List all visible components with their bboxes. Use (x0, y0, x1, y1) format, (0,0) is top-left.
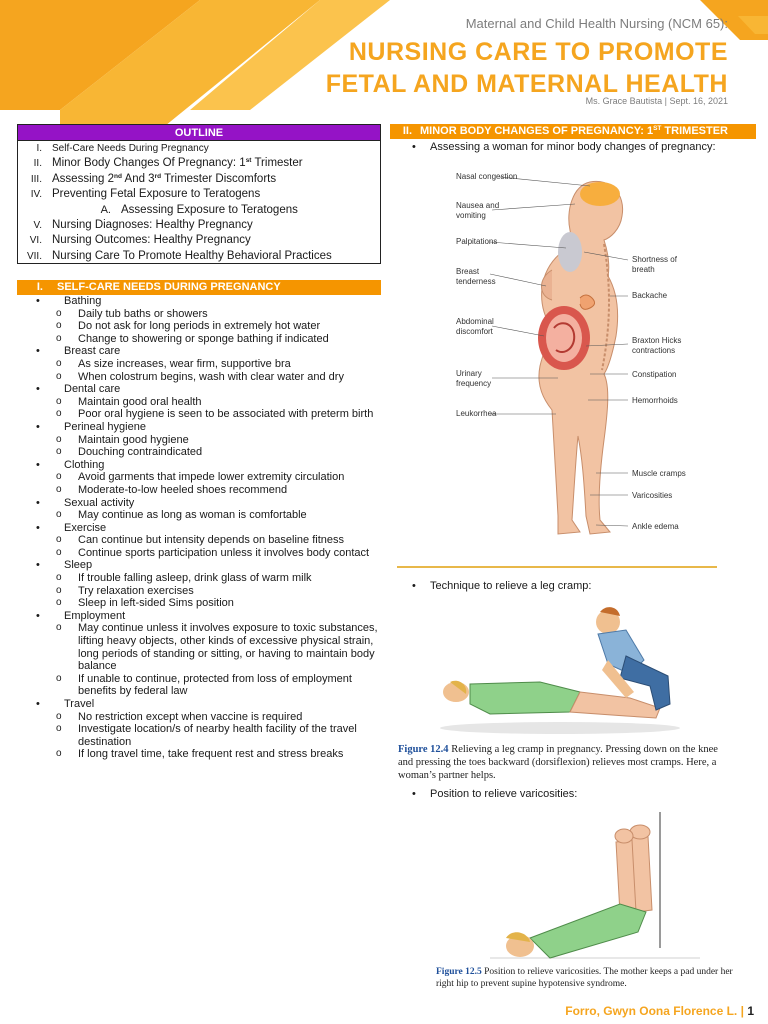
label-shortness: Shortness of (632, 255, 678, 264)
label-urinary: Urinary (456, 369, 482, 378)
label-contractions: contractions (632, 346, 675, 355)
bullet-varicosities: Position to relieve varicosities: (404, 788, 754, 801)
care-category: BathingDaily tub baths or showersDo not … (32, 295, 380, 345)
care-category: Dental careMaintain good oral healthPoor… (32, 383, 380, 421)
care-subitem: Douching contraindicated (32, 446, 380, 459)
label-backache: Backache (632, 291, 668, 300)
section-2-heading: II.MINOR BODY CHANGES OF PREGNANCY: 1ST … (390, 124, 756, 139)
label-abdominal: Abdominal (456, 317, 494, 326)
care-subitem: If trouble falling asleep, drink glass o… (32, 572, 380, 585)
care-subitem: Sleep in left-sided Sims position (32, 597, 380, 610)
care-category: Breast careAs size increases, wear firm,… (32, 345, 380, 383)
outline-item: IV.Preventing Fetal Exposure to Teratoge… (30, 188, 261, 201)
outline-subitem: A.Assessing Exposure to Teratogens (100, 203, 298, 216)
varicosities-illustration (490, 812, 700, 959)
care-subitem: As size increases, wear firm, supportive… (32, 358, 380, 371)
care-subitem: Avoid garments that impede lower extremi… (32, 471, 380, 484)
care-category-label: Employment (32, 610, 380, 623)
bullet-leg-cramp: Technique to relieve a leg cramp: (404, 580, 754, 593)
care-subitem: Daily tub baths or showers (32, 308, 380, 321)
label-muscle-cramps: Muscle cramps (632, 469, 686, 478)
label-nausea: Nausea and (456, 201, 499, 210)
care-subitem: Change to showering or sponge bathing if… (32, 333, 380, 346)
care-subitem: Can continue but intensity depends on ba… (32, 534, 380, 547)
care-category: EmploymentMay continue unless it involve… (32, 610, 380, 698)
label-ankle-edema: Ankle edema (632, 522, 679, 531)
document-title: NURSING CARE TO PROMOTE FETAL AND MATERN… (326, 36, 728, 100)
author-name: Forro, Gwyn Oona Florence L. (565, 1004, 738, 1018)
lecturer-date: Ms. Grace Bautista | Sept. 16, 2021 (585, 96, 728, 106)
care-category-label: Exercise (32, 522, 380, 535)
outline-box: OUTLINE I.Self-Care Needs During Pregnan… (17, 124, 381, 264)
outline-item: VII.Nursing Care To Promote Healthy Beha… (26, 249, 332, 262)
outline-item: V.Nursing Diagnoses: Healthy Pregnancy (33, 218, 253, 231)
care-category-label: Clothing (32, 459, 380, 472)
course-title: Maternal and Child Health Nursing (NCM 6… (465, 16, 728, 31)
outline-item: VI.Nursing Outcomes: Healthy Pregnancy (29, 234, 251, 247)
header-stripes-decoration (0, 0, 768, 130)
label-tenderness: tenderness (456, 277, 496, 286)
care-category: SleepIf trouble falling asleep, drink gl… (32, 559, 380, 609)
care-subitem: When colostrum begins, wash with clear w… (32, 371, 380, 384)
care-category-label: Dental care (32, 383, 380, 396)
care-subitem: Do not ask for long periods in extremely… (32, 320, 380, 333)
footer: Forro, Gwyn Oona Florence L. | 1 (565, 1004, 754, 1018)
self-care-list: BathingDaily tub baths or showersDo not … (32, 295, 380, 761)
section-1-heading: I.SELF-CARE NEEDS DURING PREGNANCY (17, 280, 381, 295)
title-line-1: NURSING CARE TO PROMOTE (348, 38, 728, 66)
care-category-label: Breast care (32, 345, 380, 358)
label-constipation: Constipation (632, 370, 676, 379)
care-category: Sexual activityMay continue as long as w… (32, 497, 380, 522)
label-vomiting: vomiting (456, 211, 486, 220)
care-category: ExerciseCan continue but intensity depen… (32, 522, 380, 560)
care-subitem: If long travel time, take frequent rest … (32, 748, 380, 761)
care-category-label: Sleep (32, 559, 380, 572)
section-divider (397, 566, 717, 568)
page-number: 1 (747, 1004, 754, 1018)
care-subitem: Moderate-to-low heeled shoes recommend (32, 484, 380, 497)
care-category-label: Sexual activity (32, 497, 380, 510)
label-hemorrhoids: Hemorrhoids (632, 396, 678, 405)
care-category-label: Travel (32, 698, 380, 711)
outline-item: III.Assessing 2nd And 3rd Trimester Disc… (30, 172, 277, 185)
care-subitem: Maintain good hygiene (32, 434, 380, 447)
title-line-2: FETAL AND MATERNAL HEALTH (325, 70, 728, 98)
care-subitem: Investigate location/s of nearby health … (32, 723, 380, 748)
footer-separator: | (737, 1004, 748, 1018)
outline-item: I.Self-Care Needs During Pregnancy (36, 143, 209, 154)
care-category-label: Perineal hygiene (32, 421, 380, 434)
care-subitem: Poor oral hygiene is seen to be associat… (32, 408, 380, 421)
care-category: Perineal hygieneMaintain good hygieneDou… (32, 421, 380, 459)
label-palpitations: Palpitations (456, 237, 497, 246)
label-breast: Breast (456, 267, 480, 276)
care-subitem: If unable to continue, protected from lo… (32, 673, 380, 698)
figure-12-4-caption: Figure 12.4 Relieving a leg cramp in pre… (398, 744, 718, 781)
outline-heading: OUTLINE (18, 125, 380, 141)
figure-12-5-caption: Figure 12.5 Position to relieve varicosi… (436, 967, 733, 989)
care-category: TravelNo restriction except when vaccine… (32, 698, 380, 761)
label-leukorrhea: Leukorrhea (456, 409, 497, 418)
care-category-label: Bathing (32, 295, 380, 308)
care-subitem: May continue as long as woman is comfort… (32, 509, 380, 522)
pregnancy-body-changes-diagram: Nasal congestion Nausea and vomiting Pal… (456, 172, 686, 535)
label-nasal-congestion: Nasal congestion (456, 172, 517, 181)
care-subitem: May continue unless it involves exposure… (32, 622, 380, 672)
label-frequency: frequency (456, 379, 491, 388)
bullet-assessing: Assessing a woman for minor body changes… (404, 141, 754, 154)
care-subitem: No restriction except when vaccine is re… (32, 711, 380, 724)
care-subitem: Continue sports participation unless it … (32, 547, 380, 560)
outline-item: II.Minor Body Changes Of Pregnancy: 1st … (33, 157, 303, 170)
label-varicosities: Varicosities (632, 491, 672, 500)
label-discomfort: discomfort (456, 327, 494, 336)
care-subitem: Try relaxation exercises (32, 585, 380, 598)
care-subitem: Maintain good oral health (32, 396, 380, 409)
label-braxton-hicks: Braxton Hicks (632, 336, 681, 345)
label-breath: breath (632, 265, 655, 274)
care-category: ClothingAvoid garments that impede lower… (32, 459, 380, 497)
leg-cramp-illustration (440, 607, 680, 734)
